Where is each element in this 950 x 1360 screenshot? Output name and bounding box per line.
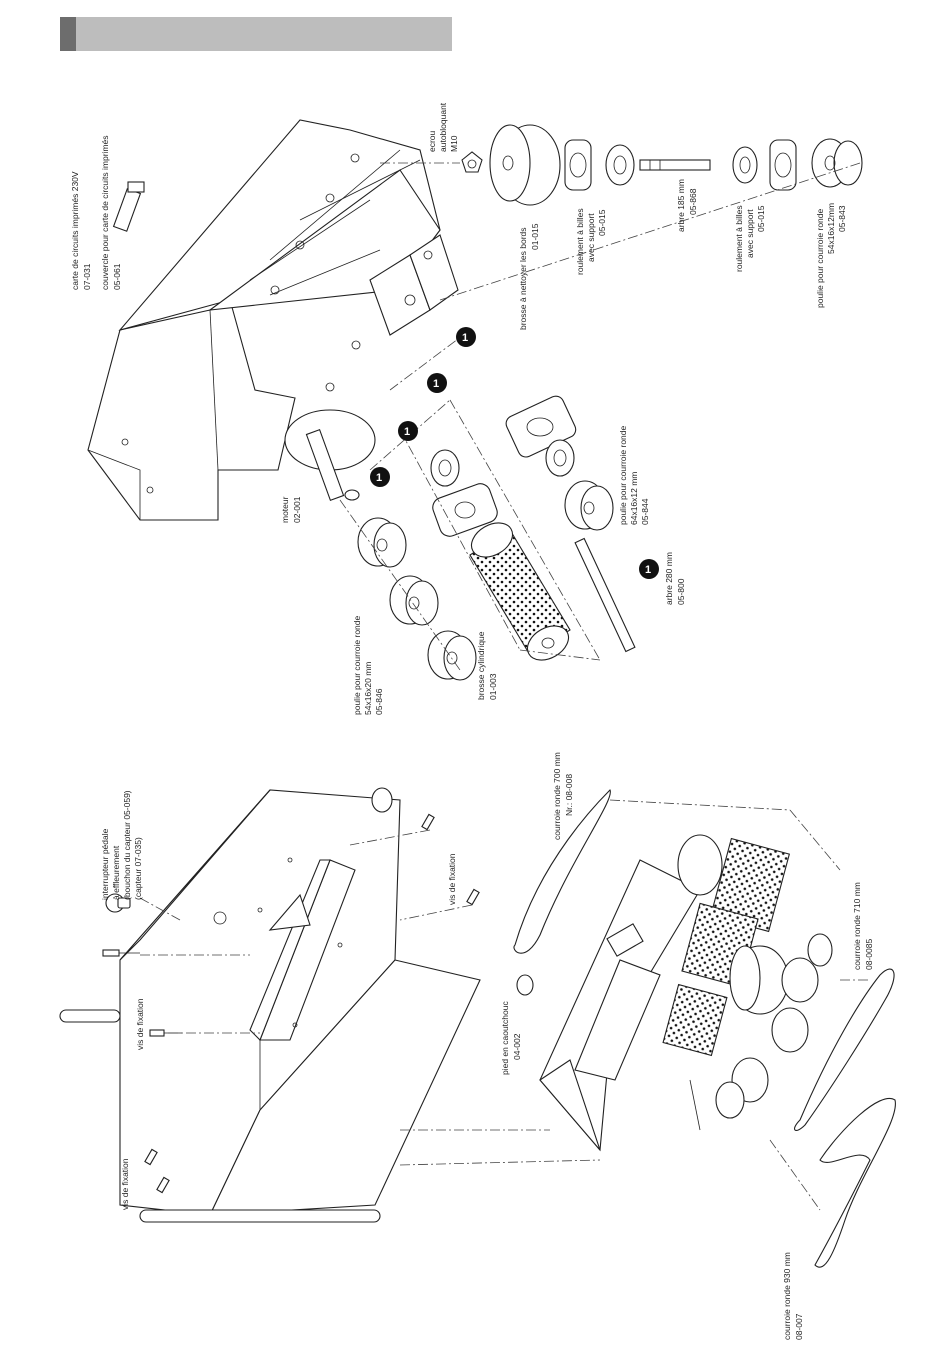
label-roulement-1-b: avec support [586, 213, 596, 262]
label-ecrou-3: M10 [449, 135, 459, 152]
labels: carte de circuits imprimés 230V 07-031 c… [70, 102, 874, 1340]
label-arbre-280-ref: 05-800 [676, 578, 686, 605]
label-ecrou: ecrou [427, 130, 437, 152]
callout-badge [639, 559, 659, 579]
callout-1b: 1 [433, 378, 439, 390]
label-roulement-2-ref: 05-015 [756, 205, 766, 232]
screw-icon [102, 949, 120, 957]
callout-badge [370, 467, 390, 487]
label-moteur: moteur [280, 496, 290, 523]
label-roulement-2: roulement à billes [734, 205, 744, 272]
label-arbre-280: arbre 280 mm [664, 552, 674, 605]
label-vis-fixation-3: vis de fixation [120, 1158, 130, 1210]
label-moteur-ref: 02-001 [292, 496, 302, 523]
label-poulie-54-12-ref: 05-843 [837, 205, 847, 232]
label-couvercle-ref: 05-061 [112, 263, 122, 290]
label-courroie-710-ref: 08-0085 [864, 939, 874, 970]
screw-icon [144, 1148, 158, 1166]
label-arbre-185: arbre 185 mm [676, 179, 686, 232]
header-bar [60, 17, 452, 51]
label-brosse-bords-ref: 01-015 [530, 223, 540, 250]
screw-icon [466, 888, 480, 906]
label-interrupteur-3: (bouchon du capteur 05-059) [122, 790, 132, 900]
screw-icon [156, 1176, 170, 1194]
label-vis-fixation-2: vis de fixation [447, 853, 457, 905]
label-courroie-710: courroie ronde 710 mm [852, 882, 862, 970]
cylindrical-brush-assembly [430, 449, 571, 661]
label-poulie-54-20: poulie pour courroie ronde [352, 615, 362, 715]
label-pied-ref: 04-002 [512, 1033, 522, 1060]
label-interrupteur: interrupteur pédale [100, 828, 110, 900]
callout-1e: 1 [645, 564, 651, 576]
label-roulement-1: roulement à billes [575, 208, 585, 275]
label-courroie-700-ref: Nr.: 08-008 [564, 774, 574, 816]
callout-badge [427, 373, 447, 393]
label-courroie-930-ref: 08-007 [794, 1313, 804, 1340]
label-poulie-64-b: 64x16x12 mm [629, 472, 639, 525]
label-vis-fixation-1: vis de fixation [135, 998, 145, 1050]
callout-badge [398, 421, 418, 441]
label-courroie-930: courroie ronde 930 mm [782, 1252, 792, 1340]
label-couvercle: couvercle pour carte de circuits imprimé… [100, 136, 110, 290]
label-poulie-64-ref: 05-844 [640, 498, 650, 525]
rubber-foot-icon [516, 974, 534, 996]
label-carte-ref: 07-031 [82, 263, 92, 290]
edge-cleaning-brush-assembly [461, 124, 863, 206]
label-ecrou-2: autobloquant [438, 102, 448, 152]
label-arbre-185-ref: 05-868 [688, 188, 698, 215]
round-belts [513, 789, 896, 1268]
housing-bottom-left [59, 787, 481, 1223]
leader-lines-bottom [139, 799, 870, 1211]
label-poulie-54-12: poulie pour courroie ronde [815, 208, 825, 308]
switch-and-screws [102, 813, 534, 1194]
label-pied: pied en caoutchouc [500, 1001, 510, 1075]
header-accent [60, 17, 76, 51]
card-cover-part [112, 181, 145, 232]
label-courroie-700: courroie ronde 700 mm [552, 752, 562, 840]
label-poulie-64: poulie pour courroie ronde [618, 425, 628, 525]
leader-lines-top [339, 162, 861, 671]
label-interrupteur-4: (capteur 07-035) [133, 837, 143, 900]
assembled-machine [539, 834, 833, 1152]
label-carte: carte de circuits imprimés 230V [70, 171, 80, 290]
label-roulement-2-b: avec support [745, 209, 755, 258]
label-roulement-1-ref: 05-015 [597, 209, 607, 236]
label-interrupteur-2: à effleurement [111, 845, 121, 900]
shafts-top [249, 149, 421, 296]
callout-badge [456, 327, 476, 347]
label-brosse-bords: brosse à nettoyer les bords [518, 227, 528, 330]
callout-badges: 1 1 1 1 1 [370, 327, 659, 579]
pulleys-left-stack [357, 517, 477, 681]
screw-icon [149, 1029, 165, 1037]
label-poulie-54-20-ref: 05-846 [374, 688, 384, 715]
label-poulie-54-12-b: 54x16x12mm [826, 203, 836, 254]
screw-icon [421, 813, 435, 831]
callout-1c: 1 [404, 426, 410, 438]
callout-1a: 1 [462, 332, 468, 344]
motor-top [284, 409, 376, 501]
label-brosse-cylindrique: brosse cylindrique [476, 631, 486, 700]
label-poulie-54-20-b: 54x16x20 mm [363, 662, 373, 715]
callout-1d: 1 [376, 472, 382, 484]
right-bearing-pulley-group [505, 395, 636, 653]
main-housing-top [87, 119, 459, 521]
label-brosse-cylindrique-ref: 01-003 [488, 673, 498, 700]
